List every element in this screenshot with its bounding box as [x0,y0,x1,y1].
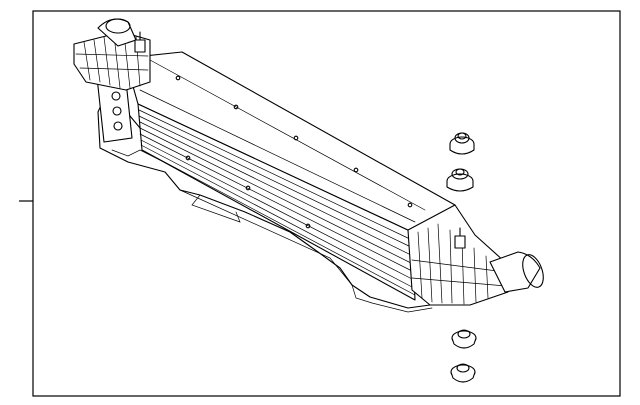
core-top-detail [139,59,426,223]
bracket-hole [113,121,123,131]
core-fins [138,109,416,296]
grommet-upper-1 [449,132,475,155]
right-outlet-pipe [489,251,541,293]
right-sensor [454,235,466,249]
bracket-hole [111,91,121,101]
grommet-lower-1 [451,329,477,349]
right-outlet-opening [522,254,544,288]
shroud-lower-lip [351,284,433,313]
shroud-inner-edge [179,189,353,286]
bracket-hole [112,106,122,116]
left-inlet-opening [105,18,131,34]
right-tank-ribs [411,223,507,305]
left-sensor [134,39,146,53]
grommet-lower-2 [450,363,476,383]
diagram-frame [32,10,621,397]
core-rivets [175,75,413,229]
grommet-upper-2 [446,168,474,192]
intercooler-assembly [73,18,544,313]
